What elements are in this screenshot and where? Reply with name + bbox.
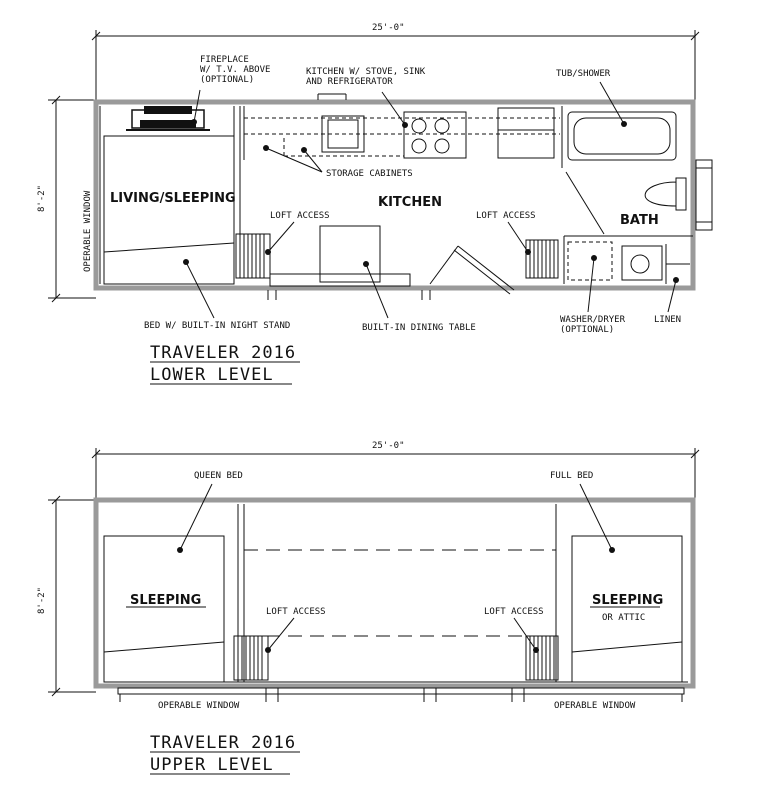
lower-title-line1: TRAVELER 2016 bbox=[150, 343, 296, 363]
stove-icon bbox=[403, 111, 467, 159]
room-upper-sleeping-left: SLEEPING bbox=[130, 593, 201, 608]
lower-right-stair-icon bbox=[525, 239, 559, 279]
upper-right-stair-icon bbox=[525, 635, 559, 681]
refrigerator-icon bbox=[497, 107, 555, 159]
upper-depth-dimension: 8'-2" bbox=[37, 495, 96, 697]
upper-left-stair-icon bbox=[233, 635, 269, 681]
side-window-label: OPERABLE WINDOW bbox=[83, 190, 93, 272]
room-kitchen: KITCHEN bbox=[378, 195, 442, 210]
upper-title-line2: UPPER LEVEL bbox=[150, 755, 274, 775]
upper-width-label: 25'-0" bbox=[372, 441, 405, 451]
lower-depth-label: 8'-2" bbox=[37, 185, 47, 212]
upper-width-dimension: 25'-0" bbox=[91, 441, 700, 498]
kitchen-appliances-label: KITCHEN W/ STOVE, SINK bbox=[306, 67, 426, 77]
upper-window-left-label: OPERABLE WINDOW bbox=[158, 701, 240, 711]
lower-title-line2: LOWER LEVEL bbox=[150, 365, 274, 385]
upper-loft-access-left-label: LOFT ACCESS bbox=[266, 607, 326, 617]
tub-shower-icon bbox=[567, 111, 677, 161]
room-upper-sleeping-right: SLEEPING bbox=[592, 593, 663, 608]
fireplace-label: FIREPLACE bbox=[200, 55, 249, 65]
lavatory-icon bbox=[621, 245, 663, 281]
upper-depth-label: 8'-2" bbox=[37, 587, 47, 614]
full-bed-outline bbox=[571, 535, 683, 683]
lower-width-dimension: 25'-0" bbox=[91, 23, 700, 100]
room-living-sleeping: LIVING/SLEEPING bbox=[110, 191, 236, 206]
room-bath: BATH bbox=[620, 213, 659, 228]
washer-dryer-label-2: (OPTIONAL) bbox=[560, 325, 614, 335]
bed-outline bbox=[103, 135, 235, 285]
washer-dryer-icon bbox=[567, 241, 613, 281]
lower-depth-dimension: 8'-2" bbox=[37, 95, 96, 303]
attic-note-label: OR ATTIC bbox=[602, 613, 645, 623]
lower-left-stair-icon bbox=[235, 233, 271, 279]
tub-shower-label: TUB/SHOWER bbox=[556, 69, 611, 79]
toilet-icon bbox=[644, 177, 687, 211]
kitchen-appliances-label-2: AND REFRIGERATOR bbox=[306, 77, 393, 87]
dining-label: BUILT-IN DINING TABLE bbox=[362, 323, 476, 333]
full-bed-label: FULL BED bbox=[550, 471, 593, 481]
fireplace-icon bbox=[126, 106, 210, 131]
queen-bed-outline bbox=[103, 535, 225, 683]
sink-icon bbox=[321, 115, 365, 153]
queen-bed-label: QUEEN BED bbox=[194, 471, 243, 481]
bed-label: BED W/ BUILT-IN NIGHT STAND bbox=[144, 321, 290, 331]
upper-loft-access-right-label: LOFT ACCESS bbox=[484, 607, 544, 617]
lower-width-label: 25'-0" bbox=[372, 23, 405, 33]
storage-cabinets-label: STORAGE CABINETS bbox=[326, 169, 413, 179]
loft-access-right-label: LOFT ACCESS bbox=[476, 211, 536, 221]
loft-access-left-label: LOFT ACCESS bbox=[270, 211, 330, 221]
upper-window-strip bbox=[117, 687, 685, 695]
upper-window-right-label: OPERABLE WINDOW bbox=[554, 701, 636, 711]
linen-label: LINEN bbox=[654, 315, 681, 325]
fireplace-label-3: (OPTIONAL) bbox=[200, 75, 254, 85]
lower-exterior-walls bbox=[93, 99, 696, 291]
washer-dryer-label: WASHER/DRYER bbox=[560, 315, 626, 325]
upper-level-plan: 25'-0" 8'-2" bbox=[37, 441, 700, 775]
upper-title-line1: TRAVELER 2016 bbox=[150, 733, 296, 753]
dining-table-icon bbox=[319, 225, 381, 283]
lower-level-plan: 25'-0" 8'-2" OPERABLE WINDOW bbox=[37, 23, 713, 385]
fireplace-label-2: W/ T.V. ABOVE bbox=[200, 65, 270, 75]
upper-exterior-walls bbox=[93, 497, 696, 689]
